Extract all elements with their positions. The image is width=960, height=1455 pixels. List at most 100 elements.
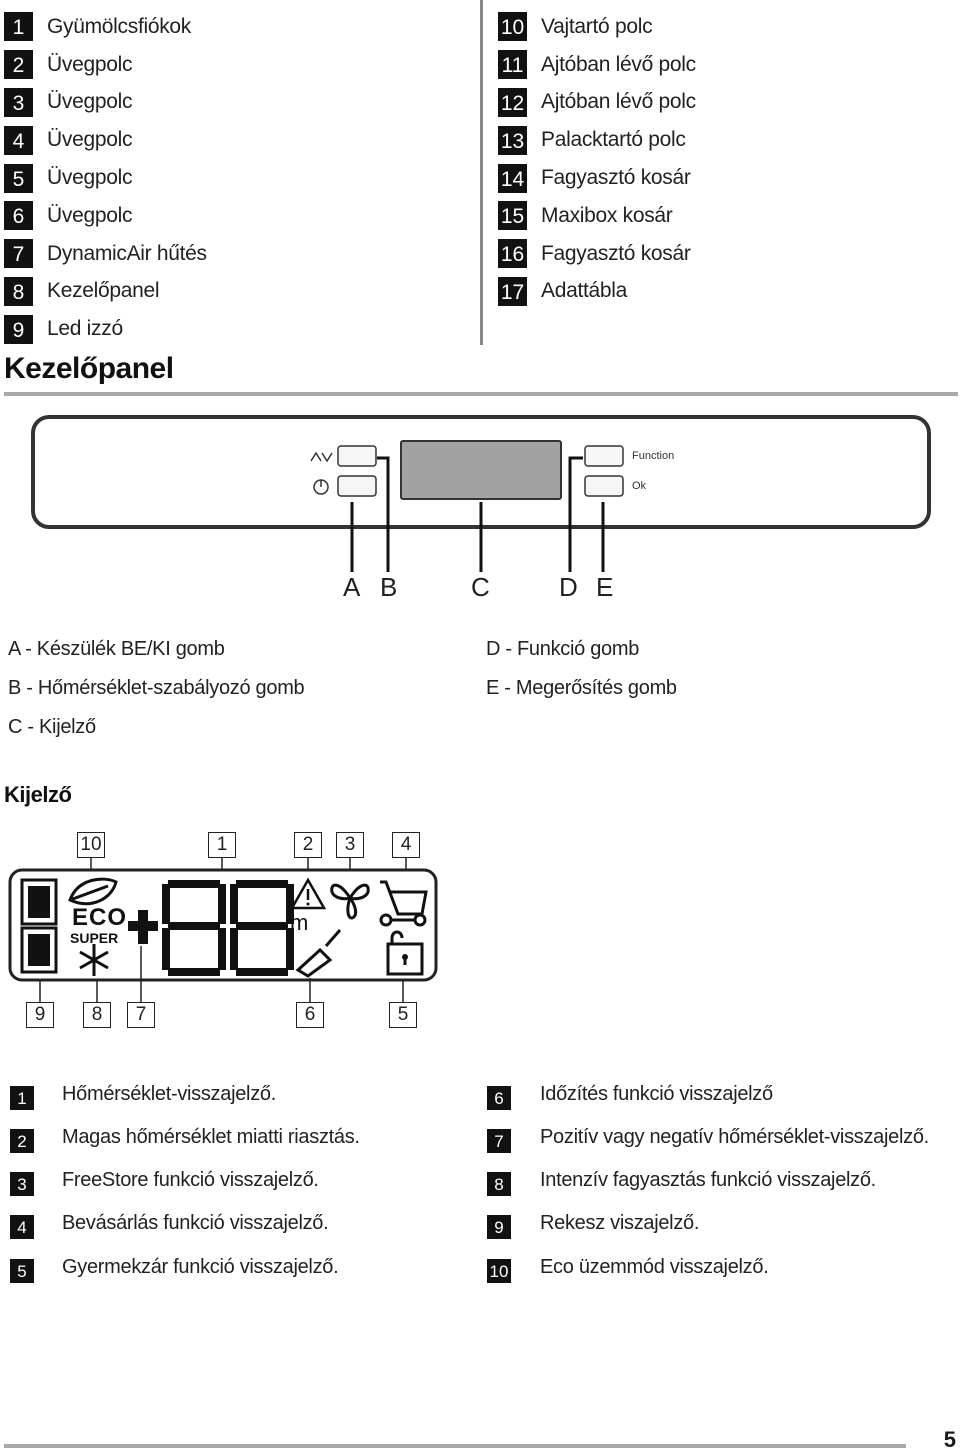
ok-button xyxy=(584,475,624,497)
part-label: Fagyasztó kosár xyxy=(541,241,691,265)
indicator-number: 8 xyxy=(487,1172,511,1196)
part-item: 16 Fagyasztó kosár xyxy=(498,235,696,273)
leader-lines xyxy=(350,456,605,572)
legend-b: B - Hőmérséklet-szabályozó gomb xyxy=(8,677,305,699)
column-divider xyxy=(480,0,483,345)
compartment-icon xyxy=(20,878,58,974)
part-label: DynamicAir hűtés xyxy=(47,241,207,265)
part-number: 9 xyxy=(4,314,33,344)
indicator-label: Gyermekzár funkció visszajelző. xyxy=(62,1256,339,1278)
alarm-dot xyxy=(306,902,310,906)
section-title-panel: Kezelőpanel xyxy=(4,352,174,385)
alarm-warning-icon xyxy=(289,877,327,910)
part-number: 4 xyxy=(4,125,33,155)
indicator-number: 5 xyxy=(10,1259,34,1283)
display-callout-10: 10 xyxy=(77,832,105,858)
indicator-number: 4 xyxy=(10,1215,34,1239)
legend-e: E - Megerősítés gomb xyxy=(486,677,677,699)
part-number: 17 xyxy=(498,276,527,306)
part-number: 14 xyxy=(498,163,527,193)
section-title-display: Kijelző xyxy=(4,782,72,807)
indicator-label: Rekesz viszajelző. xyxy=(540,1212,700,1234)
indicator-number: 1 xyxy=(10,1086,34,1110)
part-number: 12 xyxy=(498,87,527,117)
temperature-button xyxy=(337,445,377,467)
part-number: 1 xyxy=(4,12,33,42)
indicator-label: Pozitív vagy negatív hőmérséklet-visszaj… xyxy=(540,1126,929,1148)
indicator-number: 9 xyxy=(487,1215,511,1239)
indicator-item: 8 xyxy=(487,1169,511,1199)
m-text: m xyxy=(290,910,309,935)
display-callout-7: 7 xyxy=(127,1002,155,1028)
indicator-number: 2 xyxy=(10,1129,34,1153)
legend-d: D - Funkció gomb xyxy=(486,638,640,660)
display-callout-2: 2 xyxy=(294,832,322,858)
indicator-number: 6 xyxy=(487,1086,511,1110)
part-number: 3 xyxy=(4,87,33,117)
function-button xyxy=(584,445,624,467)
indicator-item: 6 xyxy=(487,1083,511,1113)
indicator-label: Bevásárlás funkció visszajelző. xyxy=(62,1212,329,1234)
part-label: Üvegpolc xyxy=(47,52,133,76)
indicator-item: 5 xyxy=(10,1256,34,1286)
display-leaders-bottom xyxy=(39,946,404,1002)
display-callout-9: 9 xyxy=(26,1002,54,1028)
leader-b xyxy=(377,456,390,572)
part-label: Adattábla xyxy=(541,279,628,303)
indicator-number: 10 xyxy=(487,1259,511,1283)
display-callout-1: 1 xyxy=(208,832,236,858)
part-item: 9 Led izzó xyxy=(4,310,207,348)
eco-leaf-icon xyxy=(68,877,118,906)
callout-b: B xyxy=(380,572,398,602)
part-number: 2 xyxy=(4,50,33,80)
eco-text: ECO xyxy=(72,904,128,931)
part-label: Palacktartó polc xyxy=(541,128,686,152)
callout-d: D xyxy=(559,572,578,602)
display-callout-4: 4 xyxy=(392,832,420,858)
indicator-label: Intenzív fagyasztás funkció visszajelző. xyxy=(540,1169,876,1191)
snowflake-icon xyxy=(79,944,109,976)
part-label: Üvegpolc xyxy=(47,166,133,190)
footer-rule xyxy=(4,1444,906,1448)
part-number: 7 xyxy=(4,239,33,269)
callout-e: E xyxy=(596,572,614,602)
part-number: 11 xyxy=(498,50,527,80)
part-item: 2 Üvegpolc xyxy=(4,46,207,84)
indicator-label: Hőmérséklet-visszajelző. xyxy=(62,1083,276,1105)
part-number: 16 xyxy=(498,239,527,269)
indicator-label: Magas hőmérséklet miatti riasztás. xyxy=(62,1126,360,1148)
indicator-item: 4 xyxy=(10,1212,34,1242)
lock-keyhole-stem xyxy=(403,957,407,965)
part-label: Üvegpolc xyxy=(47,203,133,227)
display-callout-5: 5 xyxy=(389,1002,417,1028)
part-label: Gyümölcsfiókok xyxy=(47,14,192,38)
section-rule xyxy=(4,392,958,396)
legend-a: A - Készülék BE/KI gomb xyxy=(8,638,225,660)
display-outline xyxy=(8,868,438,982)
timer-scoop-icon xyxy=(295,929,342,978)
indicator-item: 9 xyxy=(487,1212,511,1242)
super-text: SUPER xyxy=(70,930,119,946)
child-lock-icon xyxy=(386,930,424,976)
indicator-item: 1 xyxy=(10,1083,34,1113)
part-label: Ajtóban lévő polc xyxy=(541,52,696,76)
part-number: 10 xyxy=(498,12,527,42)
part-number: 13 xyxy=(498,125,527,155)
part-label: Led izzó xyxy=(47,317,123,341)
part-label: Kezelőpanel xyxy=(47,279,160,303)
plus-minus-icon xyxy=(128,910,158,944)
display-callout-8: 8 xyxy=(83,1002,111,1028)
part-item: 1 Gyümölcsfiókok xyxy=(4,8,207,46)
ok-label: Ok xyxy=(632,480,647,492)
display-callout-6: 6 xyxy=(296,1002,324,1028)
power-icon xyxy=(313,479,329,495)
callout-c: C xyxy=(471,572,490,602)
